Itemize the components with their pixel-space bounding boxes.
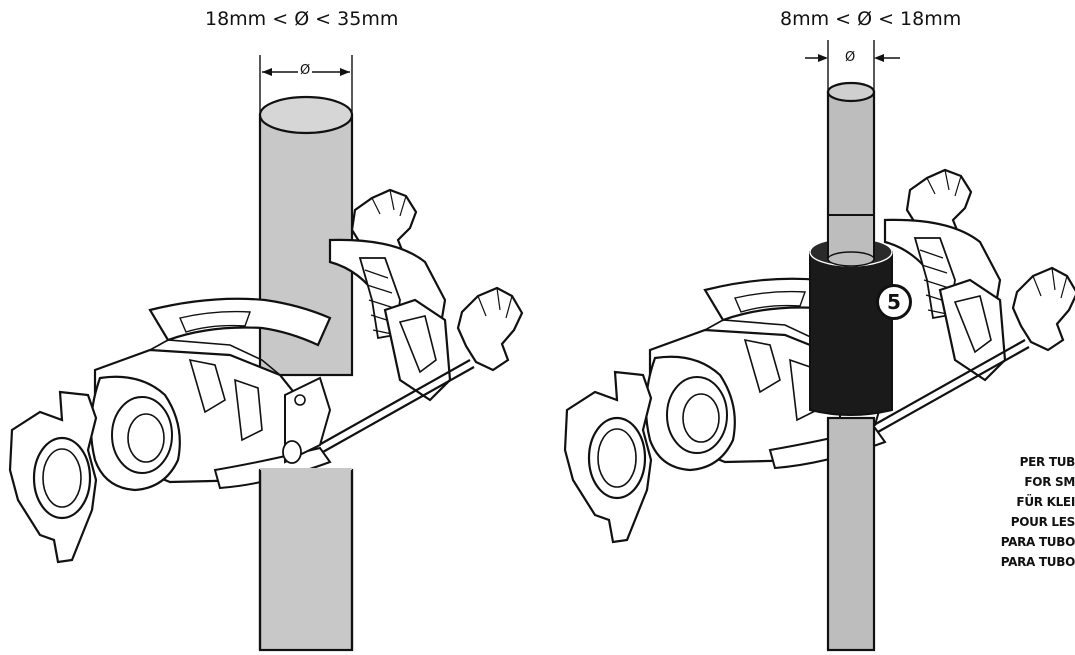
note-english: FOR SM xyxy=(1024,475,1075,489)
note-italian: PER TUB xyxy=(1019,455,1075,469)
note-portuguese: PARA TUBO xyxy=(1000,555,1075,569)
left-clamp-assembly xyxy=(8,95,524,652)
left-diameter-range-label: 18mm < Ø < 35mm xyxy=(205,8,399,30)
note-spanish: PARA TUBO xyxy=(1000,535,1075,549)
right-dimension-arrows xyxy=(805,40,900,95)
small-tube-notes: PER TUB FOR SM FÜR KLEI POUR LES PARA TU… xyxy=(975,452,1075,572)
right-diameter-symbol: Ø xyxy=(843,50,858,65)
right-pipe-top-end xyxy=(826,81,876,103)
right-clamp-assembly xyxy=(563,81,1075,652)
adapter-sleeve xyxy=(809,251,893,416)
right-diameter-range-label: 8mm < Ø < 18mm xyxy=(780,8,962,30)
left-pipe-lower xyxy=(258,468,354,652)
note-french: POUR LES xyxy=(1010,515,1075,529)
callout-part-5: 5 xyxy=(876,284,912,320)
note-german: FÜR KLEI xyxy=(1016,495,1075,509)
right-pipe-lower xyxy=(826,416,876,652)
left-pipe-top-end xyxy=(258,95,354,135)
left-diameter-symbol: Ø xyxy=(298,63,313,78)
